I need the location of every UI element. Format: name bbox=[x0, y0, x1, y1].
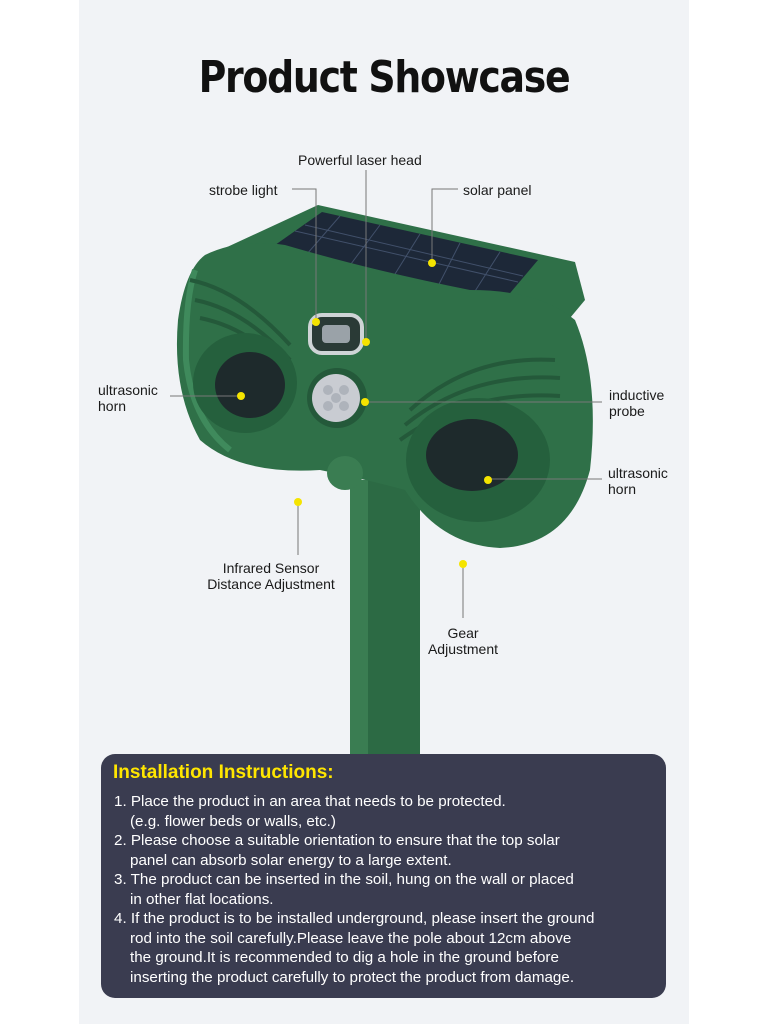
label-ultrasonic-horn-right: ultrasonic horn bbox=[608, 465, 668, 497]
solar-panel bbox=[268, 212, 538, 305]
right-horn bbox=[426, 419, 518, 491]
installation-instructions-panel: Installation Instructions: 1. Place the … bbox=[101, 754, 666, 998]
page-title: Product Showcase bbox=[198, 52, 571, 103]
adjustment-knob bbox=[327, 456, 363, 490]
instructions-list: 1. Place the product in an area that nee… bbox=[114, 792, 662, 987]
instructions-heading: Installation Instructions: bbox=[113, 762, 334, 783]
label-ultrasonic-horn-left: ultrasonic horn bbox=[98, 382, 158, 414]
label-laser-head: Powerful laser head bbox=[298, 152, 422, 168]
label-gear-adjustment: Gear Adjustment bbox=[427, 625, 499, 657]
instruction-step-4: 4. If the product is to be installed und… bbox=[114, 910, 595, 986]
label-strobe-light: strobe light bbox=[209, 182, 278, 198]
instruction-step-1: 1. Place the product in an area that nee… bbox=[114, 793, 506, 830]
left-horn bbox=[215, 352, 285, 418]
label-solar-panel: solar panel bbox=[463, 182, 532, 198]
instruction-step-3: 3. The product can be inserted in the so… bbox=[114, 871, 574, 908]
label-inductive-probe: inductive probe bbox=[609, 387, 665, 419]
marker-dots bbox=[237, 259, 492, 568]
instruction-step-2: 2. Please choose a suitable orientation … bbox=[114, 832, 560, 869]
label-infrared-sensor: Infrared Sensor Distance Adjustment bbox=[207, 560, 335, 592]
